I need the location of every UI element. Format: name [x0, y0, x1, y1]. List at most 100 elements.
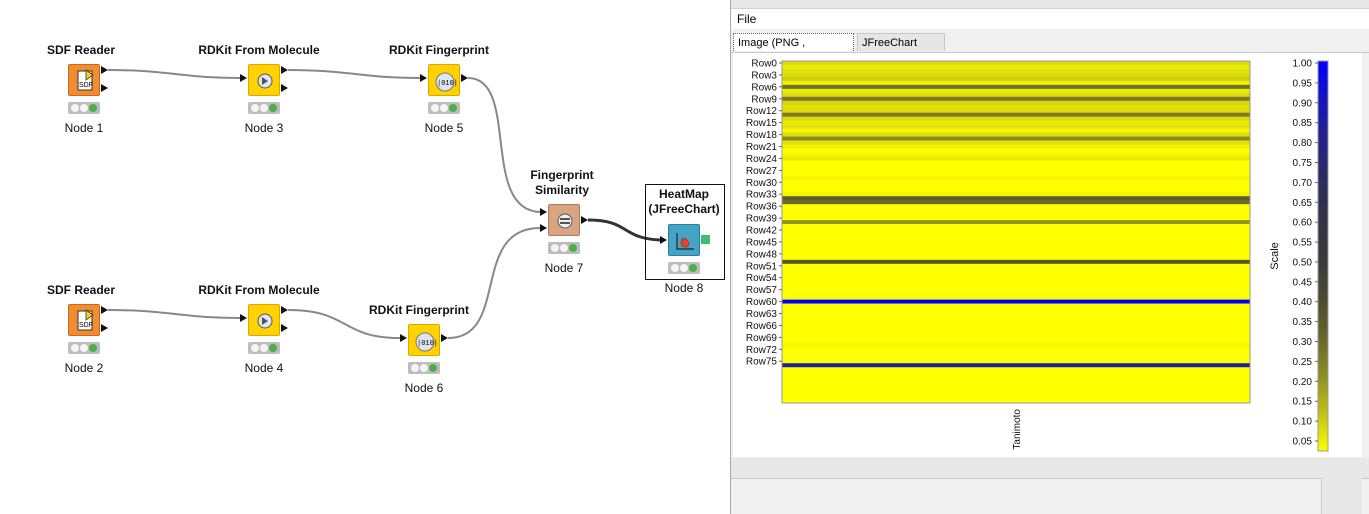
node-title: RDKit From Molecule	[198, 43, 320, 57]
legend-tick-label: 0.85	[1293, 118, 1313, 129]
input-port[interactable]	[400, 334, 407, 342]
heatmap-cell	[782, 327, 1250, 332]
heatmap-cell	[782, 283, 1250, 288]
tab-jfreechart-view[interactable]: JFreeChart View	[857, 33, 945, 67]
row-tick-label: Row54	[746, 273, 778, 284]
heatmap-cell	[782, 64, 1250, 70]
row-tick-label: Row60	[746, 297, 778, 308]
node-label[interactable]: Node 8	[664, 281, 704, 295]
heatmap-cell	[782, 343, 1250, 348]
status-lights	[668, 262, 700, 274]
connection	[447, 227, 541, 339]
heatmap-cell	[782, 311, 1250, 316]
image-output-port[interactable]	[701, 235, 710, 244]
connection	[287, 309, 401, 339]
input-port[interactable]	[660, 236, 667, 244]
heatmap-cell	[782, 68, 1250, 74]
sdf-reader-icon[interactable]: SDF	[68, 304, 100, 336]
heatmap-cell	[782, 120, 1250, 125]
node-label[interactable]: Node 5	[424, 121, 464, 135]
node-title: RDKit From Molecule	[198, 283, 320, 297]
input-port[interactable]	[420, 74, 427, 82]
window-title-bar[interactable]	[731, 0, 1369, 9]
heatmap-cell	[782, 375, 1250, 380]
similarity-icon[interactable]	[548, 204, 580, 236]
menu-bar: File	[731, 9, 1369, 29]
output-port[interactable]	[101, 84, 108, 92]
heatmap-cell	[782, 88, 1250, 94]
row-tick-label: Row39	[746, 214, 778, 225]
heatmap-cell	[782, 287, 1250, 292]
heatmap-cell	[782, 228, 1250, 233]
workflow-canvas[interactable]: SDF Reader SDF Node 1 RDKit From Molecul…	[0, 0, 730, 514]
node-title: Fingerprint Similarity	[530, 168, 594, 197]
input-port[interactable]	[540, 208, 547, 216]
row-tick-label: Row24	[746, 154, 778, 165]
icon-text: SDF	[79, 322, 93, 329]
legend-tick-label: 0.65	[1293, 198, 1313, 209]
output-port[interactable]	[441, 334, 448, 342]
tab-image[interactable]: Image (PNG , 600x400)	[733, 33, 854, 67]
row-tick-label: Row0	[751, 59, 777, 70]
node-label[interactable]: Node 3	[244, 121, 284, 135]
output-port[interactable]	[281, 66, 288, 74]
connection	[587, 218, 661, 242]
node-label[interactable]: Node 2	[64, 361, 104, 375]
status-lights	[408, 362, 440, 374]
image-viewer-window[interactable]: File Image (PNG , 600x400) JFreeChart Vi…	[730, 0, 1369, 514]
heatmap-cell	[782, 176, 1250, 181]
heatmap-cell	[782, 148, 1250, 153]
output-port[interactable]	[101, 306, 108, 314]
row-tick-label: Row27	[746, 166, 778, 177]
heatmap-cell	[782, 295, 1250, 300]
molecule-convert-icon[interactable]	[248, 304, 280, 336]
output-port[interactable]	[281, 84, 288, 92]
node-label[interactable]: Node 4	[244, 361, 284, 375]
row-tick-label: Row33	[746, 190, 778, 201]
heatmap-cell	[782, 363, 1250, 368]
molecule-convert-icon[interactable]	[248, 64, 280, 96]
input-port[interactable]	[540, 224, 547, 232]
legend-tick-label: 0.50	[1293, 257, 1313, 268]
heatmap-cell	[782, 72, 1250, 78]
node-label[interactable]: Node 1	[64, 121, 104, 135]
output-port[interactable]	[281, 306, 288, 314]
node-title: RDKit Fingerprint	[369, 303, 469, 317]
heatmap-icon[interactable]	[668, 224, 700, 256]
node-label[interactable]: Node 6	[404, 381, 444, 395]
connection	[107, 69, 241, 79]
heatmap-cell	[782, 307, 1250, 312]
heatmap-cell	[782, 263, 1250, 269]
x-category-label: Tanimoto	[1012, 409, 1023, 450]
heatmap-cell	[782, 323, 1250, 328]
output-port[interactable]	[281, 324, 288, 332]
sdf-reader-icon[interactable]: SDF	[68, 64, 100, 96]
legend-color-bar	[1317, 60, 1329, 452]
legend-tick-label: 1.00	[1293, 59, 1313, 70]
input-port[interactable]	[240, 314, 247, 322]
status-lights	[68, 102, 100, 114]
row-tick-label: Row69	[746, 333, 778, 344]
output-port[interactable]	[461, 74, 468, 82]
row-tick-label: Row3	[751, 70, 777, 81]
heatmap-cell	[782, 243, 1250, 249]
heatmap-cell	[782, 319, 1250, 324]
output-port[interactable]	[101, 66, 108, 74]
output-port[interactable]	[581, 216, 588, 224]
input-port[interactable]	[240, 74, 247, 82]
node-title: SDF Reader	[46, 283, 116, 297]
output-port[interactable]	[101, 324, 108, 332]
heatmap-cell	[782, 220, 1250, 225]
heatmap-cell	[782, 247, 1250, 253]
connections	[107, 69, 661, 339]
fingerprint-icon[interactable]: |010|	[428, 64, 460, 96]
row-tick-label: Row6	[751, 82, 777, 93]
heatmap-cell	[782, 279, 1250, 284]
status-bar	[731, 458, 1369, 479]
menu-file[interactable]: File	[737, 12, 757, 26]
fingerprint-icon[interactable]: |010|	[408, 324, 440, 356]
legend-tick-label: 0.25	[1293, 357, 1313, 368]
heatmap-cell	[782, 140, 1250, 145]
node-label[interactable]: Node 7	[544, 261, 584, 275]
